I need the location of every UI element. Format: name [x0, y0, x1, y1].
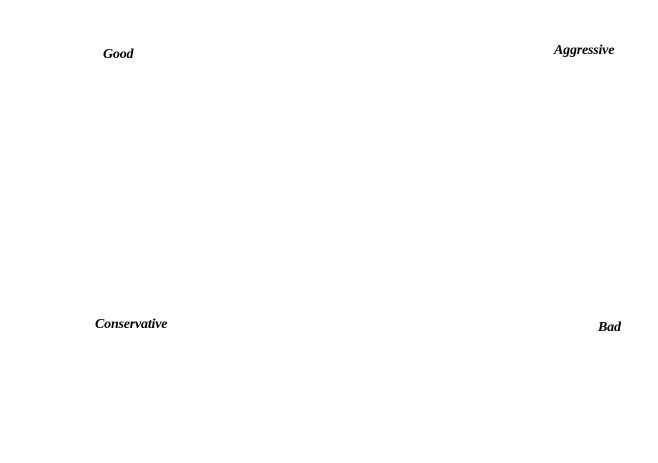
label-conservative: Conservative — [95, 317, 168, 332]
label-aggressive: Aggressive — [554, 43, 615, 58]
label-good: Good — [103, 47, 134, 62]
label-bad: Bad — [598, 320, 621, 335]
